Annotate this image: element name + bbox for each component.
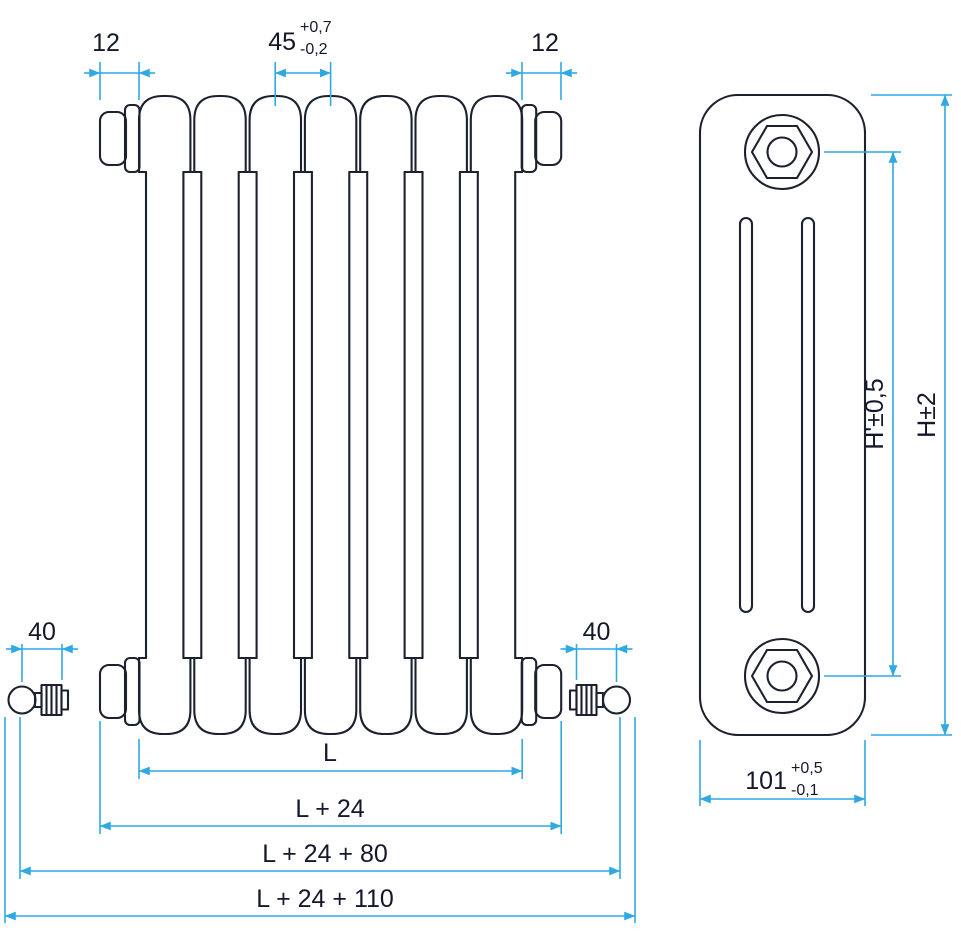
valve-ball [601, 685, 632, 715]
top-header-humps [137, 94, 524, 174]
section-hump [359, 656, 413, 736]
section-hump [137, 94, 192, 174]
fitting-bore [766, 660, 798, 692]
dimension-label: 40 [28, 618, 56, 646]
front-view: 12 45 +0,7 -0,2 12 40 [4, 19, 636, 923]
dimension-valve-left: 40 [6, 618, 78, 682]
valve-right [568, 683, 632, 717]
column-groove-left [738, 216, 754, 614]
dimension-label: 45 [268, 28, 296, 56]
cap-head [98, 110, 128, 167]
cap-head [534, 110, 563, 167]
column-groove-right [800, 216, 816, 614]
section-hump [137, 656, 192, 736]
radiator-body-side [698, 93, 867, 737]
tolerance-lower: -0,1 [791, 782, 819, 799]
cap-head [534, 663, 563, 720]
cap-bottom-left [98, 656, 141, 727]
section-hump [469, 656, 524, 736]
tolerance-upper: +0,7 [300, 19, 332, 36]
dimension-label: L + 24 + 80 [262, 840, 388, 868]
header-tick [237, 170, 258, 660]
section-hump [359, 94, 413, 174]
dimension-length-l: L [138, 739, 524, 779]
dimension-cap-right: 12 [506, 29, 577, 100]
bottom-header-humps [137, 656, 524, 736]
tube [310, 170, 351, 660]
valve-tail [60, 689, 70, 711]
cap-flange [123, 656, 141, 727]
cap-flange [123, 103, 141, 174]
section-hump [248, 94, 303, 174]
header-tick [292, 170, 314, 660]
header-end-ticks [137, 170, 524, 660]
cap-bottom-right [520, 656, 563, 727]
valve-left [7, 683, 70, 717]
cap-flange [520, 656, 538, 727]
bottom-connection-fitting [743, 637, 821, 715]
dimension-label: L + 24 [295, 795, 364, 823]
section-hump [193, 656, 247, 736]
cap-top-left [98, 103, 141, 174]
dimension-label: 12 [531, 29, 559, 57]
cap-head [98, 663, 128, 720]
header-edge-ticks [137, 170, 524, 660]
tube [421, 170, 461, 660]
dimension-label: 40 [583, 618, 611, 646]
section-hump [303, 656, 358, 736]
fitting-bore [766, 136, 798, 168]
header-tick [348, 170, 369, 660]
fitting-outer-circle [743, 113, 821, 191]
tube [476, 170, 517, 660]
cap-flange [520, 103, 538, 174]
fitting-outer-circle [743, 637, 821, 715]
fitting-hex-nut [750, 648, 814, 704]
dimension-height-overall: H±2 [871, 94, 952, 736]
dimension-depth: 101 +0,5 -0,1 [699, 740, 866, 806]
dimension-length-l24: L + 24 [99, 721, 563, 834]
dimension-label: L [323, 739, 337, 767]
side-view: H'±0,5 H±2 101 +0,5 -0,1 [698, 93, 952, 806]
section-hump [303, 94, 358, 174]
section-hump [193, 94, 247, 174]
dimension-label: H±2 [913, 392, 941, 438]
tolerance-lower: -0,2 [300, 41, 328, 58]
section-hump [248, 656, 303, 736]
fitting-hex-nut [750, 124, 814, 180]
tube [144, 170, 185, 660]
section-hump [469, 94, 524, 174]
valve-ball [7, 685, 37, 715]
dimension-valve-right: 40 [560, 618, 633, 682]
column-tubes [144, 170, 517, 660]
header-tick [182, 170, 203, 660]
radiator-body-front [7, 94, 632, 736]
dimension-cap-left: 12 [84, 29, 155, 100]
dimension-label: 12 [92, 29, 120, 57]
tolerance-upper: +0,5 [791, 760, 823, 777]
header-tick [403, 170, 424, 660]
tube [200, 170, 240, 660]
header-tick [458, 170, 479, 660]
dimension-height-axes: H'±0,5 [824, 151, 901, 677]
tube [366, 170, 406, 660]
dimension-label: L + 24 + 110 [256, 885, 394, 913]
dimension-length-l24-110: L + 24 + 110 [4, 717, 636, 923]
dimension-length-l24-80: L + 24 + 80 [19, 717, 621, 879]
dimension-label: H'±0,5 [861, 378, 889, 449]
section-hump [414, 656, 468, 736]
tube [255, 170, 296, 660]
top-connection-fitting [743, 113, 821, 191]
section-hump [414, 94, 468, 174]
dimension-section-pitch: 45 +0,7 -0,2 [268, 19, 332, 106]
side-body-outline [698, 93, 867, 737]
dimension-label: 101 [745, 767, 787, 795]
cap-top-right [520, 103, 563, 174]
